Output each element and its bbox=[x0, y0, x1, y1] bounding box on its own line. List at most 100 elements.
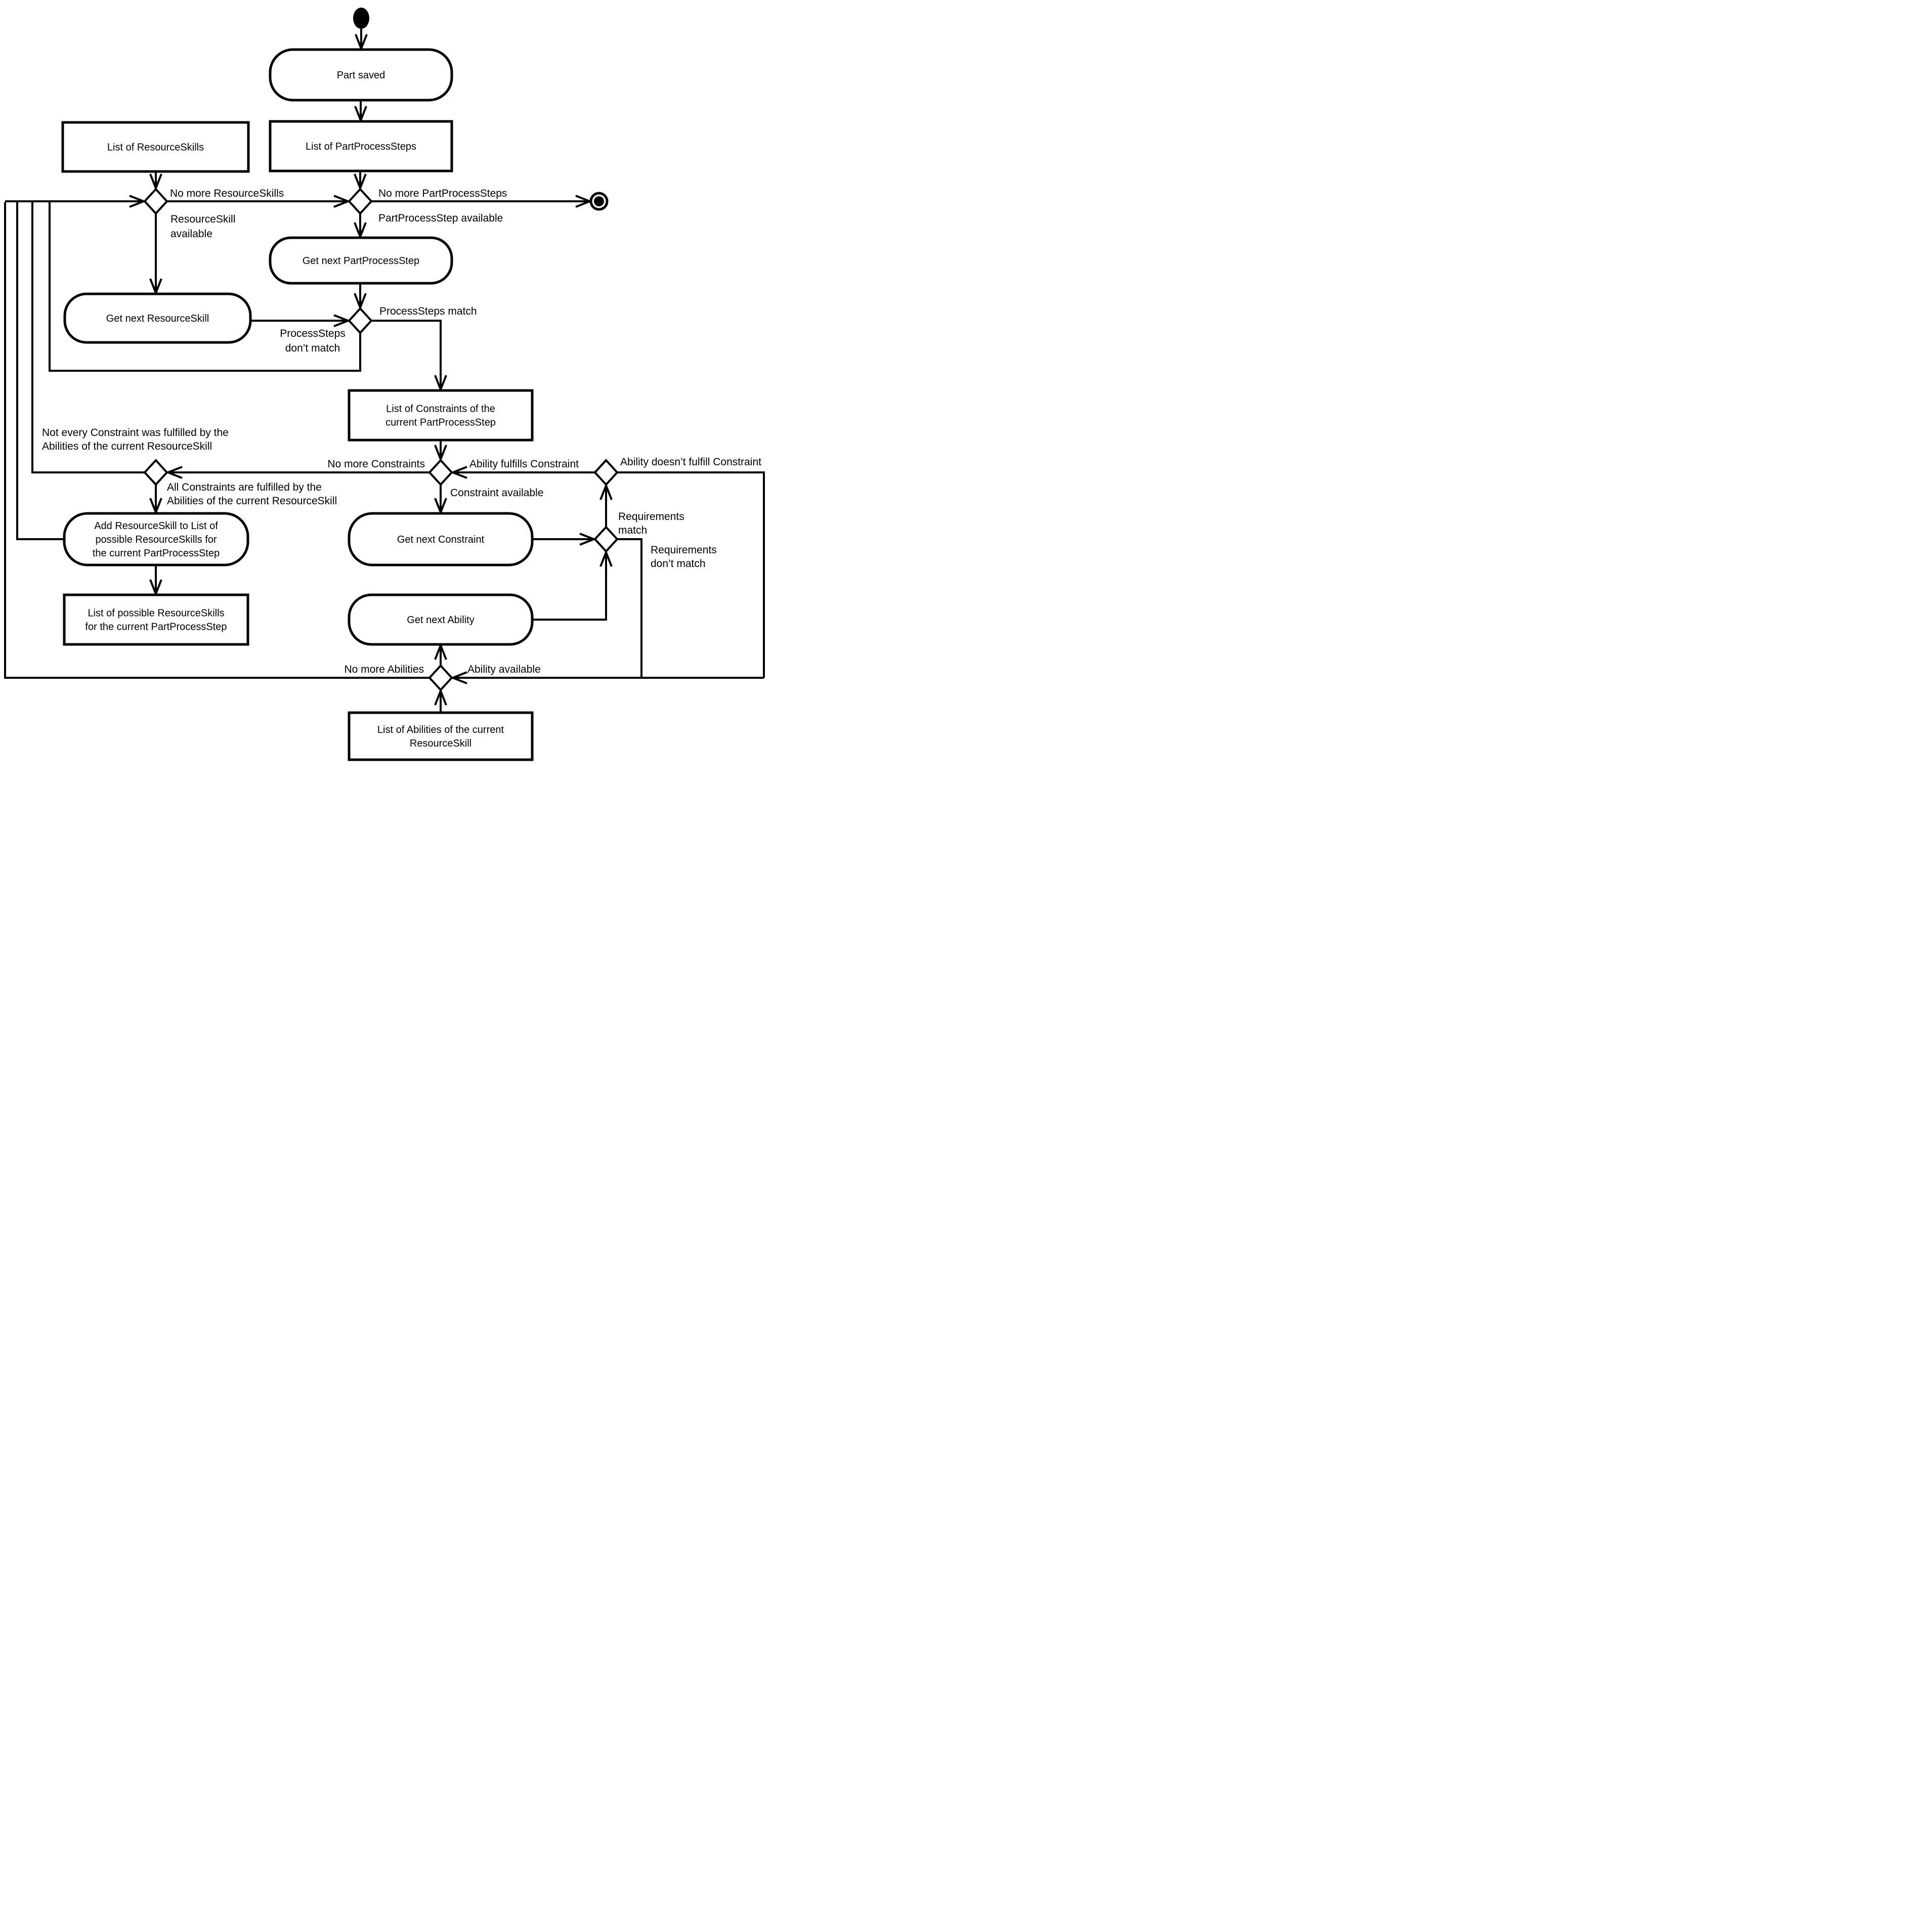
edge-label-line: Requirements bbox=[618, 511, 684, 522]
node-decision-resourceskill bbox=[143, 188, 168, 215]
object-shape bbox=[269, 120, 453, 172]
edge-label-requirements-dont-match: Requirements don’t match bbox=[651, 544, 717, 570]
decision-diamond-icon bbox=[593, 459, 619, 486]
object-shape bbox=[348, 711, 534, 761]
edge-label-no-more-partprocesssteps: No more PartProcessSteps bbox=[378, 188, 507, 199]
node-decision-ability-fulfills bbox=[593, 459, 619, 486]
edge-label-requirements-match: Requirements match bbox=[618, 511, 684, 536]
node-get-next-constraint: Get next Constraint bbox=[348, 512, 534, 567]
edge-label-line: PartProcessStep available bbox=[378, 212, 503, 224]
node-label: List of PartProcessSteps bbox=[306, 141, 416, 152]
edge-label-resourceskill-available: ResourceSkill available bbox=[170, 213, 235, 240]
node-label: Get next Ability bbox=[407, 615, 474, 626]
node-decision-all-constraints bbox=[143, 459, 168, 486]
node-list-of-partprocesssteps: List of PartProcessSteps bbox=[269, 120, 453, 172]
object-shape bbox=[61, 121, 250, 173]
edge-label-line: No more PartProcessSteps bbox=[378, 188, 507, 199]
edge-not-every-constraint-loop bbox=[31, 202, 145, 473]
action-shape bbox=[63, 292, 252, 344]
edge-label-line: match bbox=[618, 525, 647, 536]
node-final-node bbox=[589, 192, 609, 211]
edge-label-constraint-available: Constraint available bbox=[450, 487, 543, 499]
decision-diamond-icon bbox=[348, 188, 373, 215]
decision-diamond-icon bbox=[428, 459, 453, 486]
node-get-next-resourceskill: Get next ResourceSkill bbox=[63, 292, 252, 344]
node-part-saved: Part saved bbox=[269, 48, 453, 102]
object-shape bbox=[63, 593, 249, 646]
action-shape bbox=[348, 512, 534, 567]
node-label: Get next ResourceSkill bbox=[106, 313, 209, 324]
edge-label-line: Ability doesn’t fulfill Constraint bbox=[620, 456, 761, 468]
node-decision-ability bbox=[428, 664, 453, 691]
action-shape bbox=[348, 593, 534, 646]
edge-label-ability-available: Ability available bbox=[467, 664, 541, 675]
edge-label-line: Requirements bbox=[651, 544, 717, 556]
edge-label-line: No more Abilities bbox=[344, 664, 424, 675]
initial-node-icon bbox=[353, 8, 369, 29]
edge-label-ability-doesnt-fulfill-constraint: Ability doesn’t fulfill Constraint bbox=[620, 456, 761, 468]
edge-label-line: ResourceSkill bbox=[170, 213, 235, 225]
edge-layer bbox=[4, 29, 765, 713]
edge-add-resourceskill-loop bbox=[16, 202, 64, 540]
edge-label-line: don’t match bbox=[651, 558, 706, 570]
node-get-next-partprocessstep: Get next PartProcessStep bbox=[269, 236, 453, 285]
action-shape bbox=[269, 236, 453, 285]
final-node-dot-icon bbox=[594, 196, 604, 206]
edge-label-ability-fulfills-constraint: Ability fulfills Constraint bbox=[469, 458, 579, 470]
edge-label-line: Abilities of the current ResourceSkill bbox=[167, 495, 337, 507]
decision-diamond-icon bbox=[428, 664, 453, 691]
edge-label-not-every-constraint: Not every Constraint was fulfilled by th… bbox=[42, 427, 229, 452]
decision-diamond-icon bbox=[143, 459, 168, 486]
node-label: List of ResourceSkills bbox=[107, 142, 204, 153]
edge-processsteps-match-edge bbox=[371, 320, 447, 393]
edge-ability-doesnt-fulfill-loop bbox=[617, 471, 765, 678]
edge-label-no-more-abilities: No more Abilities bbox=[344, 664, 424, 675]
edge-label-no-more-constraints: No more Constraints bbox=[327, 458, 425, 470]
node-list-of-resourceskills: List of ResourceSkills bbox=[61, 121, 250, 173]
action-shape bbox=[269, 48, 453, 102]
node-label: Part saved bbox=[337, 70, 385, 81]
decision-diamond-icon bbox=[348, 307, 373, 334]
object-shape bbox=[348, 389, 534, 442]
edge-label-line: don’t match bbox=[285, 342, 340, 354]
edge-label-processsteps-match: ProcessSteps match bbox=[379, 306, 477, 317]
decision-diamond-icon bbox=[593, 526, 619, 553]
edge-label-line: Constraint available bbox=[450, 487, 543, 499]
edge-no-more-abilities-loop bbox=[4, 202, 430, 679]
edge-label-no-more-resourceskills: No more ResourceSkills bbox=[170, 188, 284, 199]
node-decision-constraint bbox=[428, 459, 453, 486]
node-decision-partprocessstep bbox=[348, 188, 373, 215]
edge-label-partprocessstep-available: PartProcessStep available bbox=[378, 212, 503, 224]
action-shape bbox=[63, 512, 249, 567]
node-get-next-ability: Get next Ability bbox=[348, 593, 534, 646]
edge-label-line: Ability available bbox=[467, 664, 541, 675]
edge-label-line: Ability fulfills Constraint bbox=[469, 458, 579, 470]
edge-label-line: No more Constraints bbox=[327, 458, 425, 470]
node-initial-node bbox=[353, 8, 369, 29]
edge-label-line: ProcessSteps match bbox=[379, 306, 477, 317]
node-label: Get next PartProcessStep bbox=[303, 255, 419, 267]
decision-diamond-icon bbox=[143, 188, 168, 215]
edge-label-line: Abilities of the current ResourceSkill bbox=[42, 441, 212, 452]
node-label: Get next Constraint bbox=[397, 534, 485, 545]
edge-requirements-dont-match-loop bbox=[617, 538, 642, 678]
edge-label-line: available bbox=[170, 228, 212, 240]
edge-label-line: No more ResourceSkills bbox=[170, 188, 284, 199]
edge-label-line: All Constraints are fulfilled by the bbox=[167, 482, 322, 493]
node-decision-requirements bbox=[593, 526, 619, 553]
diagram-background bbox=[0, 0, 773, 767]
label-layer: No more ResourceSkills No more PartProces… bbox=[42, 188, 761, 675]
